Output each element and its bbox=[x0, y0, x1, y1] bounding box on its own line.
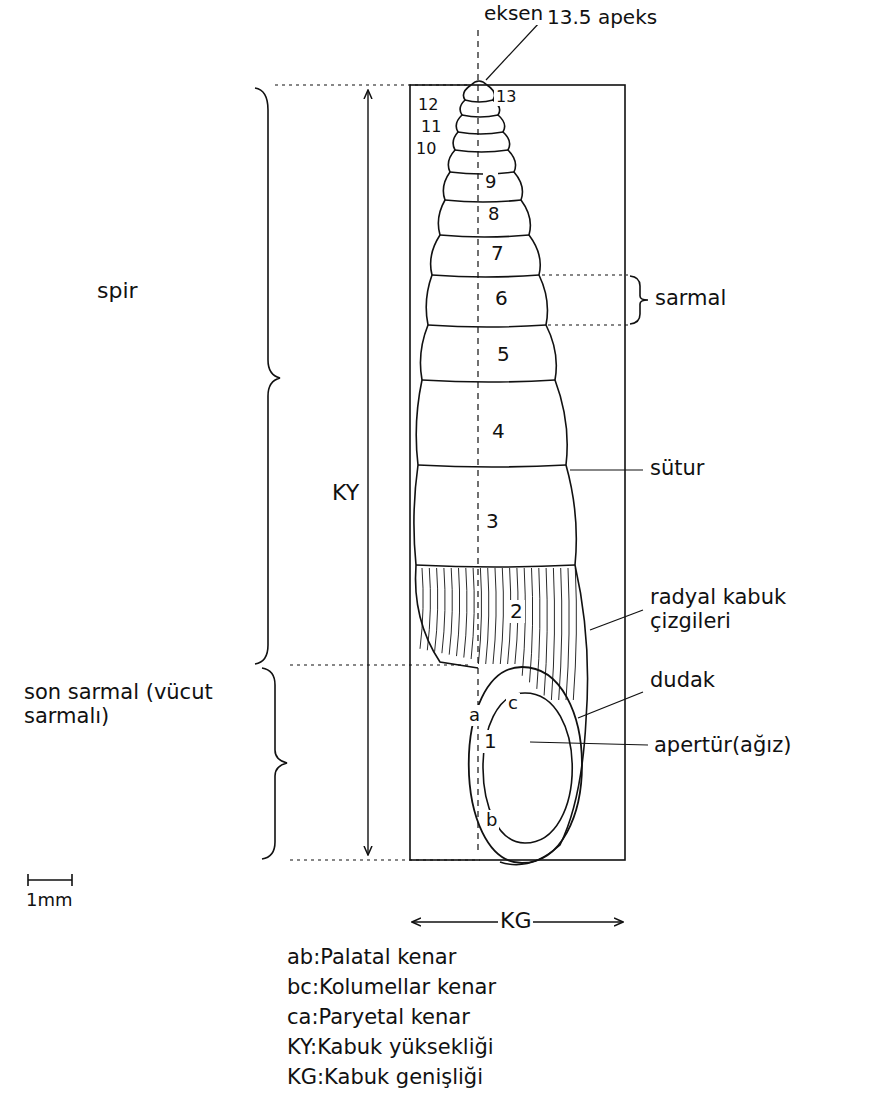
whorl-number: 13 bbox=[494, 88, 518, 106]
apex bbox=[471, 81, 487, 85]
legend-text: KY:Kabuk yüksekliği bbox=[285, 1035, 496, 1059]
suture-line bbox=[455, 150, 508, 152]
whorl-number: 4 bbox=[490, 420, 507, 443]
scale-bar bbox=[28, 874, 72, 886]
radial-stria bbox=[493, 568, 496, 664]
whorl-number: 9 bbox=[483, 172, 498, 193]
suture-line bbox=[440, 235, 529, 237]
whorl-label: sarmal bbox=[653, 286, 728, 310]
aperture-label: apertür(ağız) bbox=[652, 733, 793, 757]
width-label: KG bbox=[498, 908, 533, 933]
aperture-opening bbox=[483, 693, 572, 843]
radial-stria bbox=[551, 568, 554, 700]
aperture-point: a bbox=[467, 705, 482, 726]
legend-text: KG:Kabuk genişliği bbox=[285, 1065, 485, 1089]
height-label: KY bbox=[330, 480, 361, 505]
body-whorl-outline bbox=[416, 565, 479, 668]
aperture-point: c bbox=[506, 693, 520, 714]
suture-line bbox=[422, 380, 555, 382]
radial-stria bbox=[537, 568, 540, 689]
whorl-number: 2 bbox=[508, 600, 525, 623]
radial-stria bbox=[559, 568, 562, 700]
scale-label: 1mm bbox=[24, 890, 75, 911]
leader-line bbox=[486, 22, 540, 80]
spire-label: spir bbox=[95, 278, 140, 303]
suture-label: sütur bbox=[648, 456, 706, 480]
suture-line bbox=[418, 465, 566, 467]
aperture-point: b bbox=[484, 810, 499, 831]
whorl-number: 10 bbox=[414, 140, 438, 158]
radial-stria bbox=[442, 568, 445, 653]
whorl-number: 7 bbox=[489, 242, 506, 265]
radial-stria bbox=[457, 568, 460, 656]
shell-outline bbox=[414, 85, 471, 565]
lip-label: dudak bbox=[648, 668, 717, 692]
whorl-number: 6 bbox=[493, 287, 510, 310]
whorl-number: 1 bbox=[482, 730, 499, 753]
apex-label: 13.5 apeks bbox=[545, 6, 659, 29]
radial-stria bbox=[464, 568, 467, 658]
suture-line bbox=[458, 132, 503, 134]
whorl-number: 5 bbox=[495, 343, 512, 366]
suture-line bbox=[445, 200, 521, 202]
radial-stria bbox=[420, 568, 423, 649]
whorl-brace bbox=[630, 276, 648, 324]
body-whorl-label: son sarmal (vücut sarmalı) bbox=[22, 680, 266, 728]
suture-line bbox=[462, 115, 498, 117]
radial-stria bbox=[486, 568, 489, 664]
axis-line bbox=[477, 30, 478, 850]
suture-line bbox=[432, 275, 539, 277]
radial-stria bbox=[500, 568, 503, 664]
radial-stria bbox=[471, 568, 474, 659]
shell-outline bbox=[487, 85, 576, 565]
suture-line bbox=[416, 565, 575, 567]
radial-stria bbox=[573, 568, 576, 700]
aperture-lip bbox=[469, 667, 582, 863]
whorl-number: 12 bbox=[416, 96, 440, 114]
whorl-number: 11 bbox=[419, 118, 443, 136]
suture-line bbox=[450, 172, 514, 174]
legend-text: ab:Palatal kenar bbox=[285, 945, 458, 969]
radial-stria bbox=[427, 568, 430, 650]
radial-stria bbox=[566, 568, 569, 700]
radial-stria bbox=[449, 568, 452, 655]
radial-stria bbox=[530, 568, 533, 682]
legend-text: bc:Kolumellar kenar bbox=[285, 975, 498, 999]
height-arrow bbox=[367, 90, 368, 855]
spire-brace bbox=[255, 88, 280, 664]
radial-stria bbox=[435, 568, 438, 652]
axis-label: eksen bbox=[482, 2, 545, 25]
striae-label: radyal kabuk çizgileri bbox=[648, 585, 832, 633]
whorl-number: 3 bbox=[484, 510, 501, 533]
radial-stria bbox=[544, 568, 547, 695]
whorl-number: 8 bbox=[486, 204, 501, 225]
legend-text: ca:Paryetal kenar bbox=[285, 1005, 472, 1029]
radial-stria bbox=[478, 568, 481, 664]
suture-line bbox=[428, 325, 546, 327]
suture-line bbox=[465, 100, 493, 102]
